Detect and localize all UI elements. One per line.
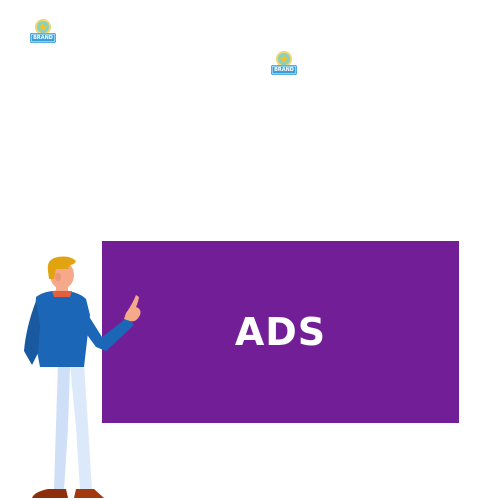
brand-logo-top-center: BRAND xyxy=(270,50,298,78)
brand-logo-text: BRAND xyxy=(33,35,53,41)
brand-logo-top-left: BRAND xyxy=(29,18,57,46)
pointing-man-illustration xyxy=(18,255,148,500)
ad-board: ADS xyxy=(102,241,459,423)
ad-board-title: ADS xyxy=(234,310,327,354)
star-badge-icon xyxy=(30,19,56,43)
star-badge-icon xyxy=(271,51,297,75)
brand-logo-text: BRAND xyxy=(274,67,294,73)
